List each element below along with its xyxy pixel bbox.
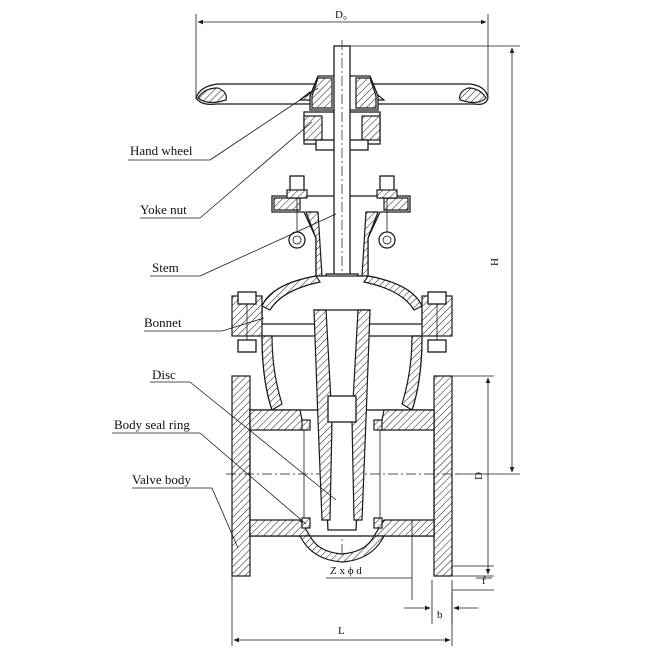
dim-label-h: H: [489, 258, 501, 266]
dim-label-d0: D₀: [335, 9, 347, 21]
label-disc: Disc: [152, 367, 176, 382]
label-valve-body: Valve body: [132, 472, 191, 487]
label-bonnet: Bonnet: [144, 315, 182, 330]
dim-label-f: f: [482, 575, 486, 587]
dim-label-b: b: [437, 609, 443, 621]
dim-label-d: D: [473, 472, 485, 480]
leader-lines: [112, 87, 337, 549]
label-yoke-nut: Yoke nut: [140, 202, 187, 217]
label-body-seal-ring: Body seal ring: [114, 417, 190, 432]
disc: [303, 309, 381, 531]
hand-wheel: [195, 75, 489, 111]
body-seal-ring: [301, 419, 383, 529]
dim-label-bolts: Z x ϕ d: [330, 565, 362, 577]
label-hand-wheel: Hand wheel: [130, 143, 193, 158]
bonnet: [231, 275, 453, 353]
label-stem: Stem: [152, 260, 179, 275]
dim-label-l: L: [338, 625, 345, 637]
dimension-lines: [195, 14, 520, 646]
